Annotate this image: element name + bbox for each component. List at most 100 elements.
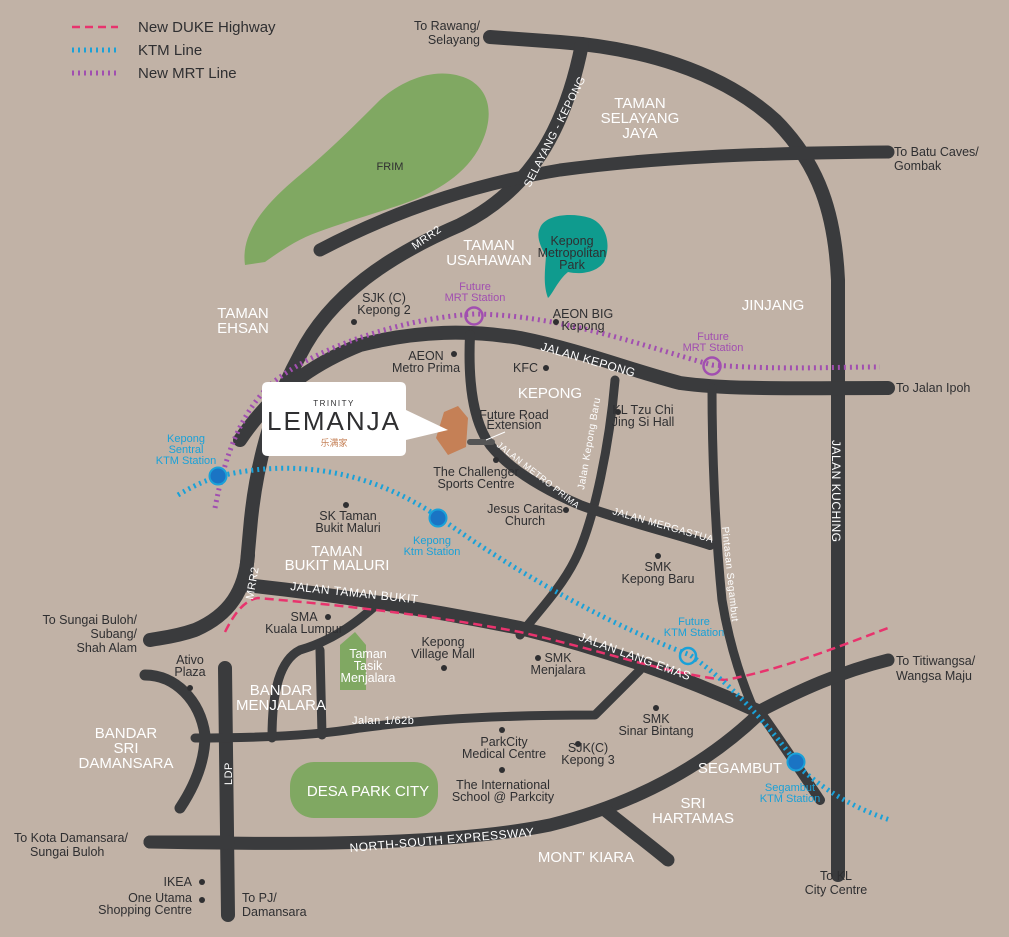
road-label-jalan-1-62b: Jalan 1/62b	[352, 715, 414, 727]
station-future-ktm-2: KTM Station	[664, 627, 725, 639]
area-taman-usahawan-2: USAHAWAN	[446, 252, 532, 269]
label-taman-tasik-1: Taman	[349, 647, 387, 661]
dest-sgbuloh-2: Subang/	[90, 627, 137, 641]
mrt-station-labels: Future MRT Station Future MRT Station	[445, 281, 744, 354]
road-rawang-kuching	[483, 30, 845, 882]
poi-jesus-caritas-1: Jesus Caritas	[487, 502, 563, 516]
poi-smk-sinar-1: SMK	[642, 712, 670, 726]
poi-kl-tzu-chi-2: Jing Si Hall	[612, 415, 675, 429]
poi-dots	[187, 319, 661, 903]
poi-parkcity-med-2: Medical Centre	[462, 747, 546, 761]
poi-aeon-metro-1: AEON	[408, 349, 443, 363]
area-bandar-sri-3: DAMANSARA	[78, 755, 173, 772]
poi-kepong-village-1: Kepong	[421, 635, 464, 649]
station-kepong-sentral-2: Sentral	[169, 444, 204, 456]
poi-labels: SJK (C) Kepong 2 AEON BIG Kepong AEON Me…	[98, 291, 694, 917]
road-pintasan-segambut	[707, 383, 760, 717]
road-label-mrr2-left: MRR2	[244, 566, 262, 601]
legend-duke-label: New DUKE Highway	[138, 19, 276, 36]
dest-batucaves-2: Gombak	[894, 159, 942, 173]
dest-sgbuloh-3: Shah Alam	[77, 641, 137, 655]
poi-sjk-kepong3-1: SJK(C)	[568, 741, 608, 755]
road-label-ldp: LDP	[223, 762, 235, 785]
station-future-ktm-1: Future	[678, 616, 710, 628]
kepong-metropolitan-park	[538, 215, 608, 298]
area-mont-kiara: MONT' KIARA	[538, 849, 634, 866]
poi-challenger-1: The Challenger	[433, 465, 518, 479]
area-jinjang: JINJANG	[742, 297, 805, 314]
legend: New DUKE Highway KTM Line New MRT Line	[72, 19, 276, 82]
road-menjalara-loop	[267, 595, 387, 743]
area-taman-ehsan-1: TAMAN	[217, 305, 268, 322]
station-kepong-ktm-2: Ktm Station	[404, 546, 461, 558]
segambut-ktm-station-marker	[786, 752, 806, 772]
future-road-pointer	[485, 431, 506, 441]
park-labels: FRIM Kepong Metropolitan Park Taman Tasi…	[341, 161, 607, 685]
poi-ikea: IKEA	[164, 875, 193, 889]
dest-pj-2: Damansara	[242, 905, 307, 919]
poi-intl-school-1: The International	[456, 778, 550, 792]
trinity-lemanja-site	[436, 406, 468, 455]
dest-pj-1: To PJ/	[242, 891, 277, 905]
area-bandar-menjalara-1: BANDAR	[250, 682, 313, 699]
future-ktm-station-marker	[678, 646, 698, 666]
frim-forest	[244, 73, 489, 266]
station-kepong-sentral-3: KTM Station	[156, 455, 217, 467]
dest-klcc-2: City Centre	[805, 883, 868, 897]
dest-titiwangsa-2: Wangsa Maju	[896, 669, 972, 683]
area-taman-selayang-1: TAMAN	[614, 95, 665, 112]
station-future-mrt2-2: MRT Station	[683, 342, 744, 354]
future-road-label-1: Future Road	[479, 408, 549, 422]
poi-one-utama-2: Shopping Centre	[98, 903, 192, 917]
poi-sk-maluri-2: Bukit Maluri	[315, 521, 380, 535]
brand-top: TRINITY	[313, 399, 355, 408]
road-titiwangsa	[751, 653, 895, 719]
area-bukit-maluri-2: BUKIT MALURI	[285, 557, 390, 574]
dest-rawang-1: To Rawang/	[414, 19, 481, 33]
station-future-mrt1-1: Future	[459, 281, 491, 293]
dest-kotadam-1: To Kota Damansara/	[14, 831, 128, 845]
poi-one-utama-1: One Utama	[128, 891, 192, 905]
poi-sjk-kepong2-1: SJK (C)	[362, 291, 406, 305]
taman-tasik-menjalara-park	[340, 632, 366, 690]
poi-sk-maluri-1: SK Taman	[319, 509, 376, 523]
project-callout: TRINITY LEMANJA 乐满家	[262, 382, 448, 456]
legend-mrt-label: New MRT Line	[138, 65, 237, 82]
poi-ativo-1: Ativo	[176, 653, 204, 667]
station-segambut-ktm-1: Segambut	[765, 782, 815, 794]
road-north-south-expressway	[143, 708, 765, 850]
road-batu-caves	[313, 145, 895, 257]
dest-kotadam-2: Sungai Buloh	[30, 845, 104, 859]
area-sri-hartamas-1: SRI	[680, 795, 705, 812]
dest-rawang-2: Selayang	[428, 33, 480, 47]
label-kepong-park-1: Kepong	[550, 234, 593, 248]
area-bukit-maluri-1: TAMAN	[311, 543, 362, 560]
area-bandar-sri-2: SRI	[113, 740, 138, 757]
mrt-line	[212, 311, 881, 509]
future-mrt-station-1-marker	[464, 306, 484, 326]
duke-highway-line	[223, 596, 889, 682]
poi-smk-kepong-baru-2: Kepong Baru	[622, 572, 695, 586]
desa-park-city-park	[290, 762, 438, 818]
poi-ativo-2: Plaza	[174, 665, 205, 679]
future-road-label-2: Extension	[487, 418, 542, 432]
kepong-ktm-station-marker	[428, 508, 448, 528]
poi-parkcity-med-1: ParkCity	[480, 735, 528, 749]
label-kepong-park-2: Metropolitan	[538, 246, 607, 260]
road-mont-kiara	[598, 803, 675, 867]
area-desa-park-city: DESA PARK CITY	[307, 783, 429, 800]
ktm-station-labels: Kepong Sentral KTM Station Kepong Ktm St…	[156, 433, 821, 805]
dest-sgbuloh-1: To Sungai Buloh/	[42, 613, 137, 627]
poi-smk-sinar-2: Sinar Bintang	[618, 724, 693, 738]
road-ldp	[218, 661, 235, 922]
area-taman-selayang-2: SELAYANG	[601, 110, 680, 127]
label-kepong-park-3: Park	[559, 258, 585, 272]
brand-sub: 乐满家	[320, 437, 347, 448]
poi-kl-tzu-chi-1: KL Tzu Chi	[612, 403, 673, 417]
kepong-sentral-ktm-station-marker	[208, 466, 228, 486]
area-taman-usahawan-1: TAMAN	[463, 237, 514, 254]
future-mrt-station-2-marker	[702, 356, 722, 376]
station-kepong-sentral-1: Kepong	[167, 433, 205, 445]
station-segambut-ktm-2: KTM Station	[760, 793, 821, 805]
